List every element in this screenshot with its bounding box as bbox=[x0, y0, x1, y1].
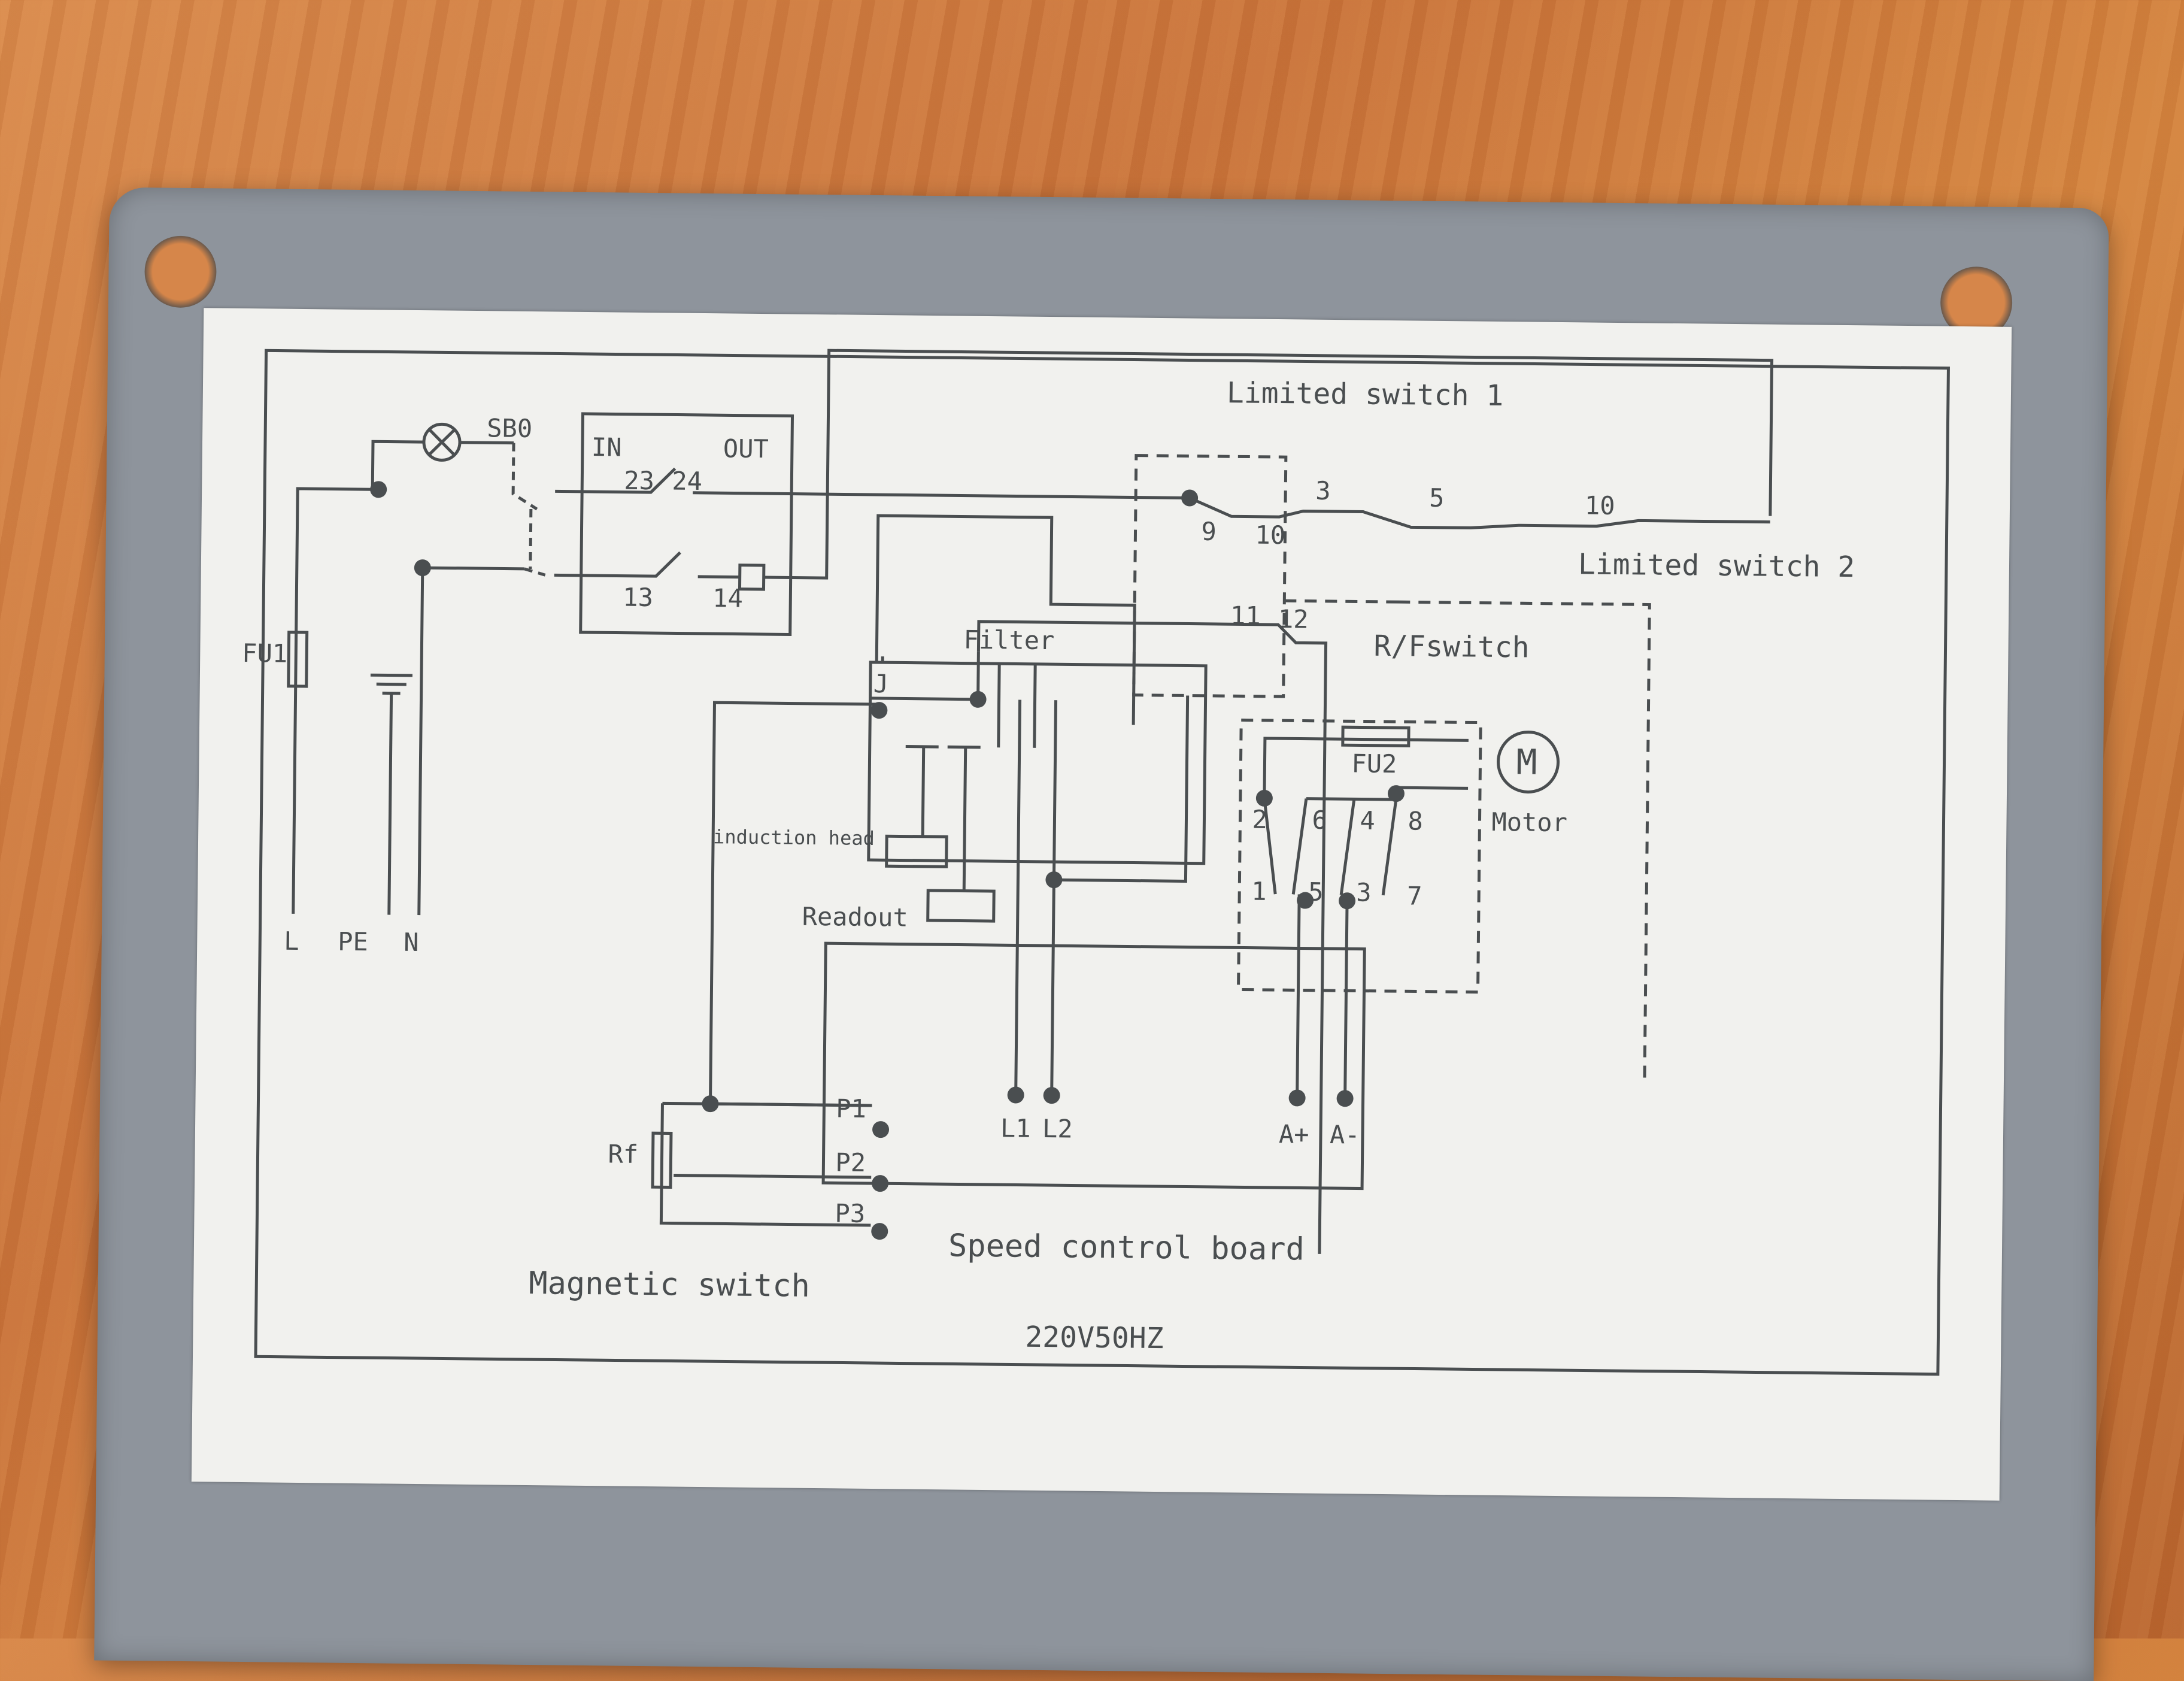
label-magnetic-switch: Magnetic switch bbox=[529, 1265, 810, 1304]
label-fu1: FU1 bbox=[242, 638, 287, 668]
fuse-fu2 bbox=[1343, 727, 1409, 746]
label-13: 13 bbox=[623, 583, 653, 613]
label-pe: PE bbox=[338, 927, 368, 957]
label-7: 7 bbox=[1407, 881, 1422, 910]
label-l2: L2 bbox=[1042, 1114, 1073, 1144]
wiring-diagram: SB0 IN OUT 23 24 13 14 FU1 L PE N Limite… bbox=[192, 308, 2012, 1501]
label-8: 8 bbox=[1408, 806, 1423, 835]
label-p1: P1 bbox=[836, 1094, 866, 1123]
label-a-minus: A- bbox=[1330, 1120, 1360, 1150]
label-14: 14 bbox=[712, 583, 743, 613]
label-11: 11 bbox=[1230, 601, 1261, 631]
junction-dot bbox=[969, 691, 986, 708]
switch-sb0 bbox=[512, 443, 547, 576]
label-rf: Rf bbox=[608, 1139, 638, 1169]
wire-filter-choke bbox=[999, 664, 1035, 748]
label-m: M bbox=[1516, 741, 1537, 782]
label-motor: Motor bbox=[1491, 807, 1567, 837]
label-6: 6 bbox=[1312, 805, 1327, 835]
label-limited-switch-2: Limited switch 2 bbox=[1578, 547, 1855, 584]
junction-dot bbox=[1181, 489, 1198, 506]
label-10b: 10 bbox=[1585, 490, 1615, 520]
wire-n bbox=[419, 568, 524, 916]
label-a-plus: A+ bbox=[1279, 1119, 1309, 1149]
wire-l1-l2 bbox=[1016, 700, 1056, 1096]
wire-l2-loop bbox=[1054, 694, 1187, 881]
label-23: 23 bbox=[624, 466, 654, 496]
terminal-a-minus bbox=[1336, 1090, 1353, 1107]
label-j: J bbox=[873, 669, 889, 698]
label-5a: 5 bbox=[1429, 483, 1445, 513]
label-4: 4 bbox=[1360, 806, 1375, 835]
readout-box bbox=[928, 891, 994, 921]
ground-symbol bbox=[371, 675, 412, 693]
terminal-l1 bbox=[1008, 1086, 1024, 1103]
lamp-cross bbox=[430, 430, 454, 454]
terminal-p1 bbox=[872, 1121, 889, 1138]
label-readout: Readout bbox=[802, 902, 909, 932]
terminal-a-plus bbox=[1288, 1089, 1305, 1106]
label-voltage: 220V50HZ bbox=[1025, 1320, 1164, 1355]
wiring-diagram-label: SB0 IN OUT 23 24 13 14 FU1 L PE N Limite… bbox=[192, 308, 2012, 1501]
mounting-hole-top-left bbox=[144, 235, 217, 308]
junction-dot bbox=[1339, 892, 1355, 909]
wire-motor-return bbox=[1306, 787, 1468, 801]
fuse-fu1 bbox=[289, 632, 307, 686]
label-speed-control-board: Speed control board bbox=[948, 1228, 1305, 1267]
wire-sensor-leads bbox=[922, 747, 966, 891]
label-2: 2 bbox=[1252, 805, 1267, 834]
label-fu2: FU2 bbox=[1351, 749, 1397, 779]
junction-dot bbox=[414, 559, 431, 576]
terminal-p2 bbox=[872, 1175, 888, 1192]
limited-switch-1-box bbox=[1134, 456, 1286, 697]
label-induction-head: induction head bbox=[713, 825, 875, 850]
wire-l bbox=[293, 489, 378, 914]
label-p2: P2 bbox=[835, 1147, 866, 1177]
label-l: L bbox=[284, 926, 299, 956]
label-rf-switch: R/Fswitch bbox=[1373, 629, 1530, 665]
wire-filter-12 bbox=[972, 622, 1326, 1254]
label-p3: P3 bbox=[835, 1198, 865, 1228]
label-1: 1 bbox=[1251, 877, 1267, 906]
label-24: 24 bbox=[672, 466, 702, 496]
terminal-l2 bbox=[1044, 1087, 1060, 1104]
label-9: 9 bbox=[1201, 517, 1217, 546]
limited-switch-2-box bbox=[1279, 601, 1649, 1077]
junction-dot bbox=[1045, 871, 1062, 888]
speed-control-board-box bbox=[823, 943, 1364, 1188]
label-10a: 10 bbox=[1255, 520, 1285, 550]
label-filter: Filter bbox=[963, 625, 1054, 656]
label-l1: L1 bbox=[1000, 1113, 1031, 1143]
label-out: OUT bbox=[723, 434, 769, 464]
label-12: 12 bbox=[1278, 604, 1309, 634]
label-limited-switch-1: Limited switch 1 bbox=[1227, 376, 1504, 413]
label-3b: 3 bbox=[1356, 877, 1372, 907]
rf-contacts bbox=[1263, 798, 1396, 895]
wire-lamp bbox=[372, 441, 514, 490]
coil-14 bbox=[739, 565, 763, 589]
label-5b: 5 bbox=[1308, 877, 1324, 907]
label-n: N bbox=[404, 928, 419, 957]
wire-pe bbox=[389, 693, 392, 915]
junction-dot bbox=[702, 1095, 718, 1112]
label-3a: 3 bbox=[1315, 476, 1331, 505]
label-sb0: SB0 bbox=[487, 413, 532, 443]
terminal-p3 bbox=[871, 1223, 888, 1240]
label-in: IN bbox=[592, 432, 622, 462]
filter-box bbox=[869, 662, 1206, 864]
